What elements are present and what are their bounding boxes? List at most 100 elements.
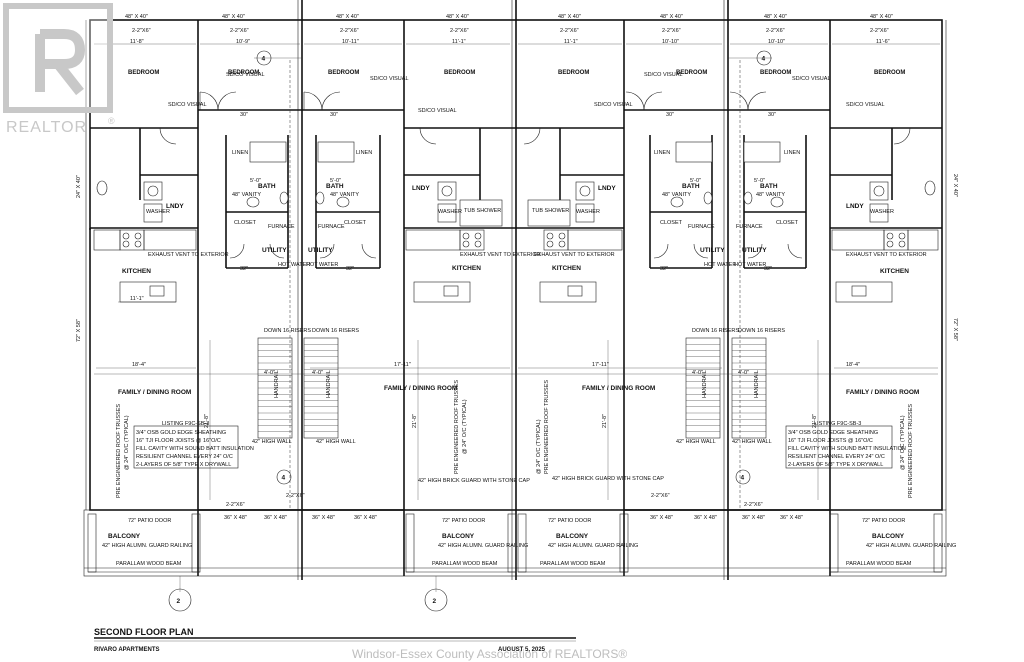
family-room-label: FAMILY / DINING ROOM <box>118 389 191 396</box>
window-header-label: 2-2"X6" <box>744 502 763 508</box>
roof-truss-label: PRE ENGINEERED ROOF TRUSSES <box>454 380 460 474</box>
side-window-dimension: 24" X 40" <box>76 175 82 198</box>
realtor-logo-mark-icon <box>3 3 113 113</box>
washer-label: WASHER <box>576 209 600 215</box>
kitchen-width-dimension: 11'-1" <box>130 296 144 302</box>
bath-width-dimension: 5'-0" <box>690 178 701 184</box>
header-label: 2-2"X6" <box>870 28 889 34</box>
linen-label: LINEN <box>784 150 800 156</box>
furnace-label: FURNACE <box>318 224 345 230</box>
exhaust-vent-label: EXHAUST VENT TO EXTERIOR <box>846 252 927 258</box>
room-dimension: 11'-6" <box>876 39 890 45</box>
window-size-bottom: 36" X 48" <box>264 515 287 521</box>
washer-label: WASHER <box>870 209 894 215</box>
furnace-label: FURNACE <box>688 224 715 230</box>
family-height-dimension: 21'-8" <box>812 414 818 428</box>
alum-guard-label: 42" HIGH ALUMN. GUARD RAILING <box>866 543 956 549</box>
stair-width-dimension: 4'-0" <box>312 370 323 376</box>
bath-width-dimension: 5'-0" <box>250 178 261 184</box>
interior-walls <box>90 109 942 511</box>
laundry-label: LNDY <box>166 203 184 210</box>
door-width-dimension: 30" <box>330 112 338 118</box>
section-marker-label: 2 <box>433 598 437 605</box>
realtor-registered-mark: ® <box>108 116 116 126</box>
demising-walls <box>197 0 831 580</box>
closet-label: CLOSET <box>776 220 799 226</box>
vanity-label: 48" VANITY <box>662 192 691 198</box>
tub-shower-label: TUB SHOWER <box>464 208 501 214</box>
exhaust-vent-label: EXHAUST VENT TO EXTERIOR <box>148 252 229 258</box>
family-height-dimension: 21'-8" <box>412 414 418 428</box>
alum-guard-label: 42" HIGH ALUMN. GUARD RAILING <box>548 543 638 549</box>
section-marker-label: 4 <box>741 475 745 482</box>
vanity-label: 48" VANITY <box>330 192 359 198</box>
laundry-label: LNDY <box>412 185 430 192</box>
window-size-label: 48" X 40" <box>870 14 893 20</box>
section-marker-label: 4 <box>262 56 266 63</box>
washer-label: WASHER <box>146 209 170 215</box>
bedroom-label: BEDROOM <box>444 70 475 76</box>
section-marker-label: 2 <box>177 598 181 605</box>
window-size-label: 48" X 40" <box>558 14 581 20</box>
door-width-dimension: 32" <box>240 266 248 272</box>
listing-note-left: LISTING F9C-SB-3 3/4" OSB GOLD EDGE SHEA… <box>133 421 254 469</box>
window-size-label: 48" X 40" <box>764 14 787 20</box>
brick-guard-label: 42" HIGH BRICK GUARD WITH STONE CAP <box>552 476 664 482</box>
title-block: SECOND FLOOR PLAN RIVARO APARTMENTS AUGU… <box>94 627 576 653</box>
bath-label: BATH <box>760 183 778 190</box>
side-window-dimension: 24" X 40" <box>952 174 958 197</box>
family-width-dimension: 18'-4" <box>132 362 146 368</box>
listing-note-title: LISTING F9C-SB-3 <box>814 421 861 427</box>
linen-label: LINEN <box>232 150 248 156</box>
hot-water-label: HOT WATER <box>306 262 338 268</box>
utility-label: UTILITY <box>262 247 287 254</box>
truss-spacing-label: @ 24" O/C (TYPICAL) <box>462 399 468 454</box>
alum-guard-label: 42" HIGH ALUMN. GUARD RAILING <box>438 543 528 549</box>
sdco-label: SD/CO VISUAL <box>792 76 831 82</box>
header-label: 2-2"X6" <box>230 28 249 34</box>
handrail-label: HANDRAIL <box>326 370 332 398</box>
roof-truss-label: PRE ENGINEERED ROOF TRUSSES <box>544 380 550 474</box>
window-size-bottom: 36" X 48" <box>742 515 765 521</box>
roof-truss-label: PRE ENGINEERED ROOF TRUSSES <box>116 404 122 498</box>
balcony-label: BALCONY <box>108 533 141 540</box>
stair-down-label: DOWN 16 RISERS <box>738 328 785 334</box>
tub-shower-label: TUB SHOWER <box>532 208 569 214</box>
stair-width-dimension: 4'-0" <box>692 370 703 376</box>
bath-label: BATH <box>258 183 276 190</box>
section-marker-mid-right <box>735 469 751 485</box>
family-room-label: FAMILY / DINING ROOM <box>582 385 655 392</box>
exhaust-vent-label: EXHAUST VENT TO EXTERIOR <box>534 252 615 258</box>
board-watermark: Windsor-Essex County Association of REAL… <box>352 647 627 661</box>
dimension-lines <box>94 43 940 510</box>
section-marker-top-right <box>756 50 772 66</box>
window-header-label: 2-2"X6" <box>226 502 245 508</box>
listing-note-title: LISTING F9C-SB-3 <box>162 421 209 427</box>
room-dimension: 10'-10" <box>768 39 785 45</box>
handrail-label: HANDRAIL <box>274 370 280 398</box>
stair-width-dimension: 4'-0" <box>264 370 275 376</box>
bedroom-label: BEDROOM <box>228 70 259 76</box>
header-label: 2-2"X6" <box>662 28 681 34</box>
balcony-label: BALCONY <box>442 533 475 540</box>
parallam-beam-label: PARALLAM WOOD BEAM <box>116 561 182 567</box>
door-width-dimension: 30" <box>666 112 674 118</box>
bath-label: BATH <box>326 183 344 190</box>
listing-note-line: RESILIENT CHANNEL EVERY 24" O/C <box>788 454 885 460</box>
kitchen-label: KITCHEN <box>552 265 581 272</box>
window-size-bottom: 36" X 48" <box>694 515 717 521</box>
side-window-dimension: 72" X 58" <box>76 319 82 342</box>
utility-label: UTILITY <box>742 247 767 254</box>
room-labels: BEDROOM BEDROOM BEDROOM BEDROOM BEDROOM … <box>102 70 956 567</box>
closet-label: CLOSET <box>344 220 367 226</box>
door-width-dimension: 32" <box>660 266 668 272</box>
hot-water-label: HOT WATER <box>704 262 736 268</box>
window-size-label: 48" X 40" <box>125 14 148 20</box>
plan-title: SECOND FLOOR PLAN <box>94 627 194 637</box>
bedroom-label: BEDROOM <box>328 70 359 76</box>
listing-note-line: 2-LAYERS OF 5/8" TYPE X DRYWALL <box>136 462 231 468</box>
laundry-label: LNDY <box>598 185 616 192</box>
sdco-label: SD/CO VISUAL <box>418 108 457 114</box>
stair-down-label: DOWN 16 RISERS <box>692 328 739 334</box>
sdco-label: SD/CO VISUAL <box>846 102 885 108</box>
